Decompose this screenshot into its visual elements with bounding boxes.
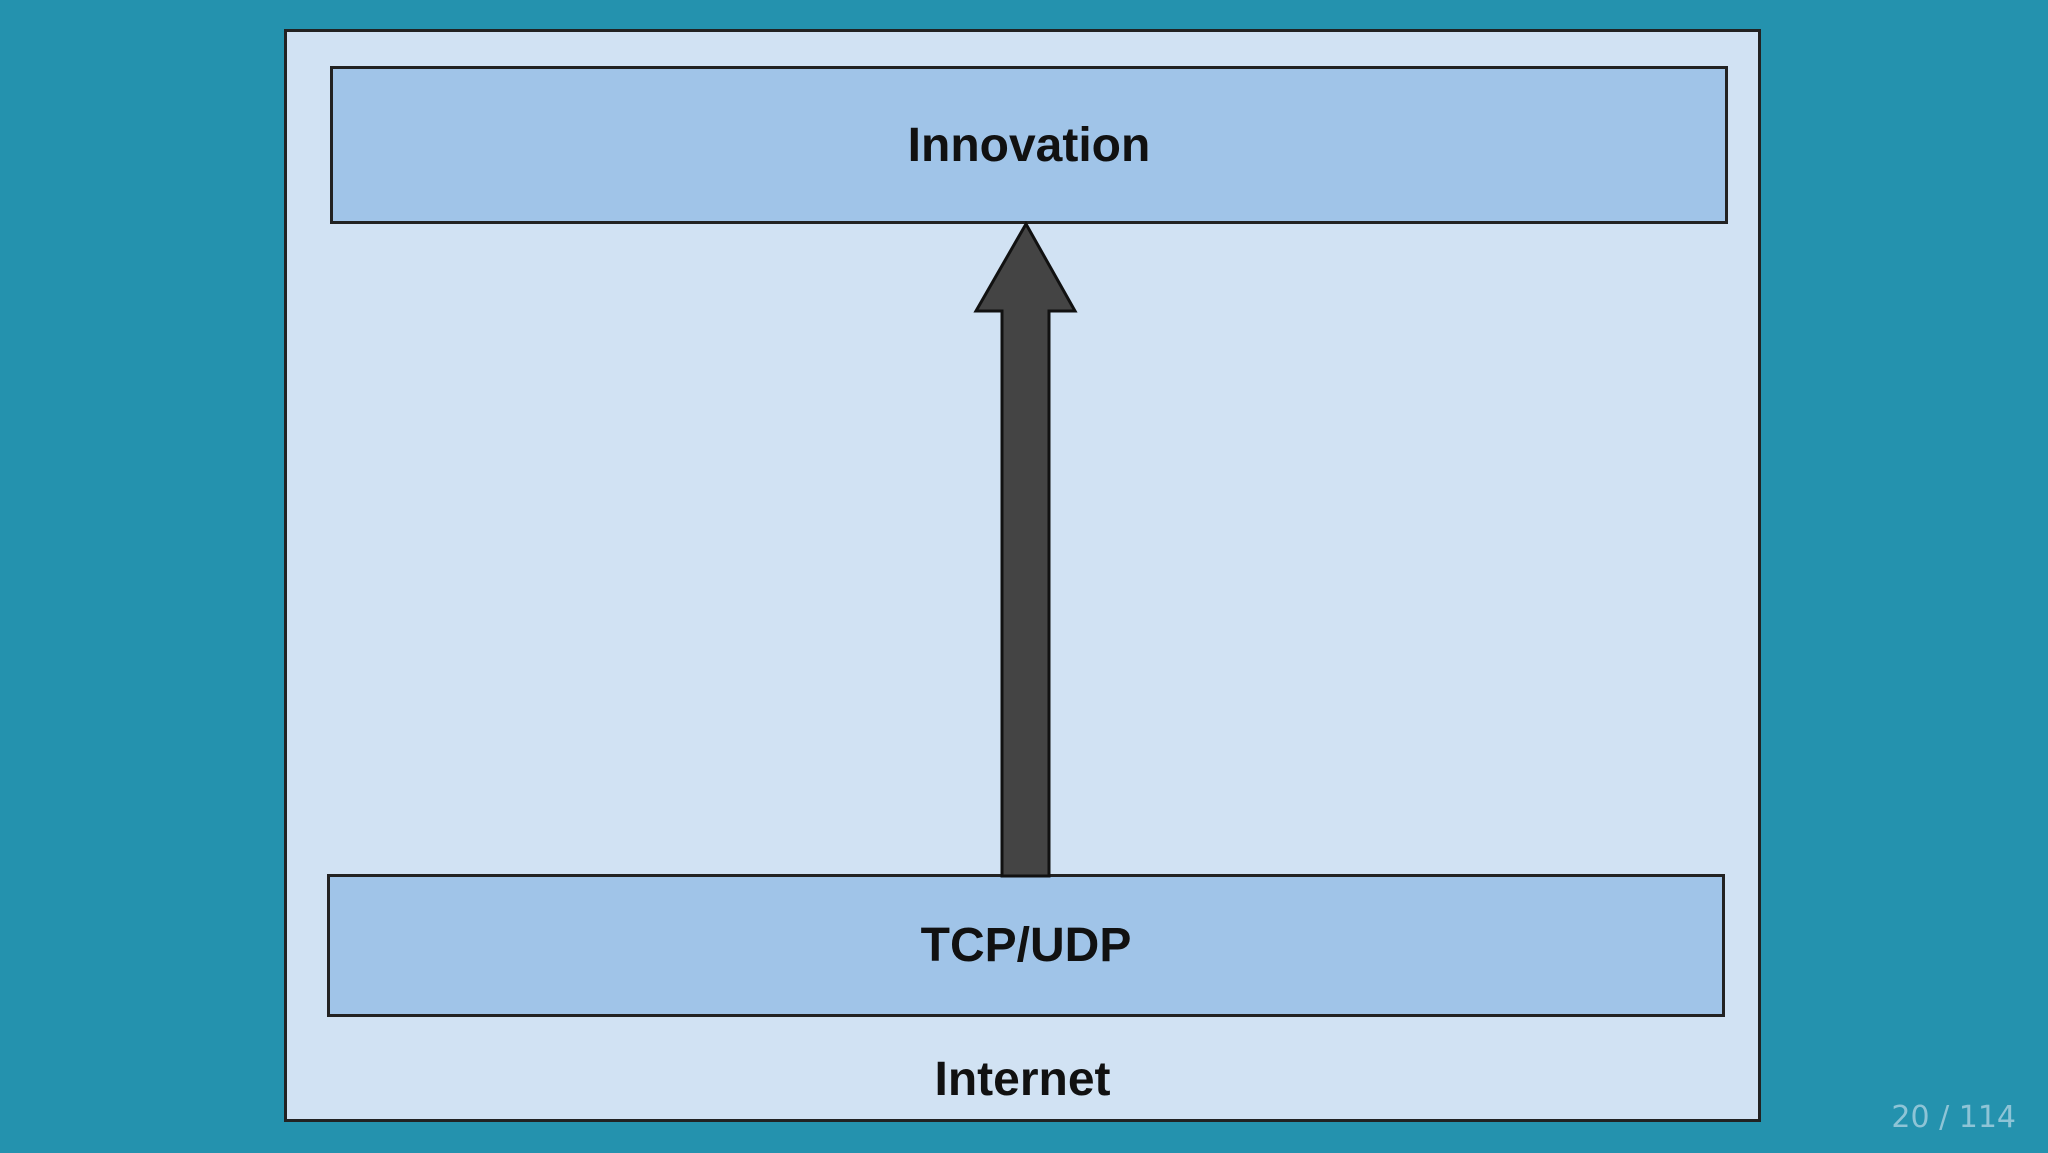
arrow-up-icon bbox=[973, 221, 1078, 878]
innovation-box: Innovation bbox=[330, 66, 1728, 224]
page-counter: 20 / 114 bbox=[1891, 1100, 2016, 1135]
diagram-frame: Innovation TCP/UDP Internet bbox=[284, 29, 1761, 1122]
innovation-label: Innovation bbox=[907, 118, 1151, 172]
arrow-shape bbox=[973, 221, 1078, 878]
tcp-udp-box: TCP/UDP bbox=[327, 874, 1725, 1017]
internet-label: Internet bbox=[934, 1053, 1111, 1106]
tcp-udp-label: TCP/UDP bbox=[920, 919, 1132, 972]
